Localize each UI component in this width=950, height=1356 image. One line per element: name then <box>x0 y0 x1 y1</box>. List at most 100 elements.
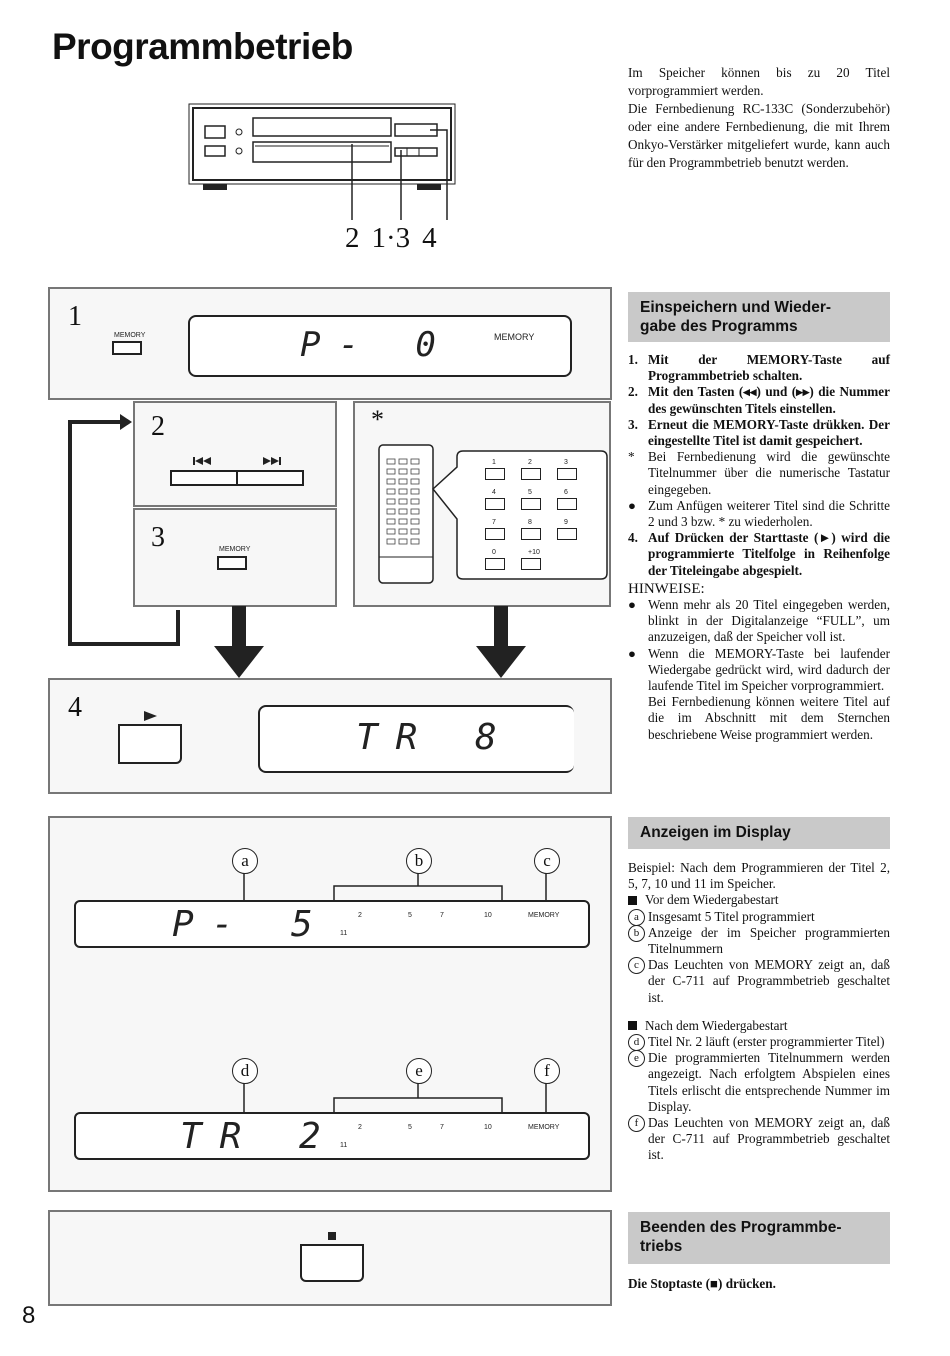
keypad-key[interactable] <box>485 468 505 480</box>
device-callout-numbers: 2 1·3 4 <box>345 222 449 255</box>
display2-text: TR 2 <box>180 1116 339 1157</box>
memory-indicator: MEMORY <box>494 332 535 342</box>
section1-heading: Einspeichern und Wieder- gabe des Progra… <box>628 292 890 342</box>
keypad-key[interactable] <box>521 468 541 480</box>
prog-num-10: 10 <box>484 912 492 919</box>
keypad-key[interactable] <box>557 468 577 480</box>
callout-2: 2 <box>345 222 360 254</box>
intro-paragraph-1: Im Speicher können bis zu 20 Titel vorpr… <box>628 65 890 98</box>
intro-paragraph-2: Die Fernbedienung RC-133C (Sonderzubehör… <box>628 101 890 170</box>
keypad-label: +10 <box>528 549 540 556</box>
page-number: 8 <box>22 1302 36 1329</box>
hinweis-extra: Bei Fernbedienung können weitere Titel a… <box>648 694 890 742</box>
step1-number: 1 <box>68 301 82 332</box>
skip-forward-button <box>236 470 304 486</box>
bullet-note: ●Zum Anfügen weiterer Titel sind die Sch… <box>628 497 890 530</box>
skip-buttons <box>170 457 304 486</box>
prog-num-7: 7 <box>440 912 444 919</box>
step4-panel: 4 TR 8 <box>48 678 612 794</box>
prog-num-5: 5 <box>408 912 412 919</box>
page-title: Programmbetrieb <box>52 26 353 67</box>
memory-indicator-2: MEMORY <box>528 1124 560 1131</box>
keypad-label: 4 <box>492 489 496 496</box>
prog-num-11b: 11 <box>340 1142 348 1149</box>
callout-4: 4 <box>422 222 437 254</box>
step2-number: 2 <box>151 411 165 442</box>
step1-display: P- 0 MEMORY <box>188 315 572 377</box>
step-item-1: 1.Mit der MEMORY-Taste auf Programmbetri… <box>628 352 890 384</box>
label-a: a <box>232 848 258 874</box>
step-item-4: 4.Auf Drücken der Starttaste (►) wird di… <box>628 530 890 578</box>
label-d: d <box>232 1058 258 1084</box>
keypad-label: 0 <box>492 549 496 556</box>
section2-body: Beispiel: Nach dem Programmieren der Tit… <box>628 860 890 1164</box>
memory-button-label-step3: MEMORY <box>219 546 251 553</box>
section1-body: 1.Mit der MEMORY-Taste auf Programmbetri… <box>628 352 890 743</box>
memory-indicator-1: MEMORY <box>528 912 560 919</box>
example-text: Beispiel: Nach dem Programmieren der Tit… <box>628 860 890 892</box>
keypad-key[interactable] <box>521 498 541 510</box>
cd-player-illustration <box>188 103 456 220</box>
display-before-start: P- 5 2 5 7 10 11 MEMORY <box>74 900 590 948</box>
keypad-label: 2 <box>528 459 532 466</box>
star-note: *Bei Fernbedienung wird die gewünschte T… <box>628 449 890 497</box>
keypad-key[interactable] <box>521 528 541 540</box>
intro-text: Im Speicher können bis zu 20 Titel vorpr… <box>628 64 890 172</box>
section3-text: Die Stoptaste (■) drücken. <box>628 1276 776 1291</box>
memory-button-label: MEMORY <box>114 332 146 339</box>
play-icon <box>144 711 157 721</box>
prog-num-2: 2 <box>358 912 362 919</box>
keypad-label: 1 <box>492 459 496 466</box>
stop-button[interactable] <box>300 1244 364 1282</box>
callout-1-3: 1·3 <box>371 222 411 254</box>
down-arrow-right <box>476 606 526 678</box>
keypad-label: 3 <box>564 459 568 466</box>
play-button[interactable] <box>118 724 182 764</box>
keypad-label: 5 <box>528 489 532 496</box>
label-c: c <box>534 848 560 874</box>
keypad-key[interactable] <box>521 558 541 570</box>
keypad-key[interactable] <box>557 528 577 540</box>
prog-num-10b: 10 <box>484 1124 492 1131</box>
step4-display-text: TR 8 <box>356 717 515 758</box>
hinweis-2: ●Wenn die MEMORY-Taste bei laufender Wie… <box>628 645 890 694</box>
prog-num-11: 11 <box>340 930 348 937</box>
display-example-panel: a b c P- 5 2 5 7 10 11 MEMORY d e f TR 2… <box>48 816 612 1192</box>
step3-number: 3 <box>151 522 165 553</box>
label-e: e <box>406 1058 432 1084</box>
hinweise-heading: HINWEISE: <box>628 580 705 597</box>
memory-button-step3[interactable] <box>217 556 247 570</box>
keypad-key[interactable] <box>557 498 577 510</box>
keypad-label: 7 <box>492 519 496 526</box>
step3-panel: 3 MEMORY <box>133 508 337 607</box>
prog-num-2b: 2 <box>358 1124 362 1131</box>
hinweis-1: ●Wenn mehr als 20 Titel eingegeben werde… <box>628 597 890 645</box>
repeat-arrow <box>68 414 180 646</box>
display-after-start: TR 2 2 5 7 10 11 MEMORY <box>74 1112 590 1160</box>
step1-panel: 1 MEMORY P- 0 MEMORY <box>48 287 612 400</box>
keypad-key[interactable] <box>485 498 505 510</box>
section3-heading-line1: Beenden des Programmbe- <box>640 1219 842 1236</box>
prog-num-7b: 7 <box>440 1124 444 1131</box>
label-f: f <box>534 1058 560 1084</box>
before-start: Vor dem Wiedergabestart <box>628 892 890 908</box>
step4-number: 4 <box>68 692 82 723</box>
stop-panel <box>48 1210 612 1306</box>
keypad-key[interactable] <box>485 528 505 540</box>
keypad-label: 8 <box>528 519 532 526</box>
step4-display: TR 8 <box>258 705 574 773</box>
keypad-key[interactable] <box>485 558 505 570</box>
section1-heading-line2: gabe des Programms <box>640 318 798 335</box>
section3-heading: Beenden des Programmbe- triebs <box>628 1212 890 1264</box>
keypad-label: 6 <box>564 489 568 496</box>
label-b: b <box>406 848 432 874</box>
memory-button[interactable] <box>112 341 142 355</box>
